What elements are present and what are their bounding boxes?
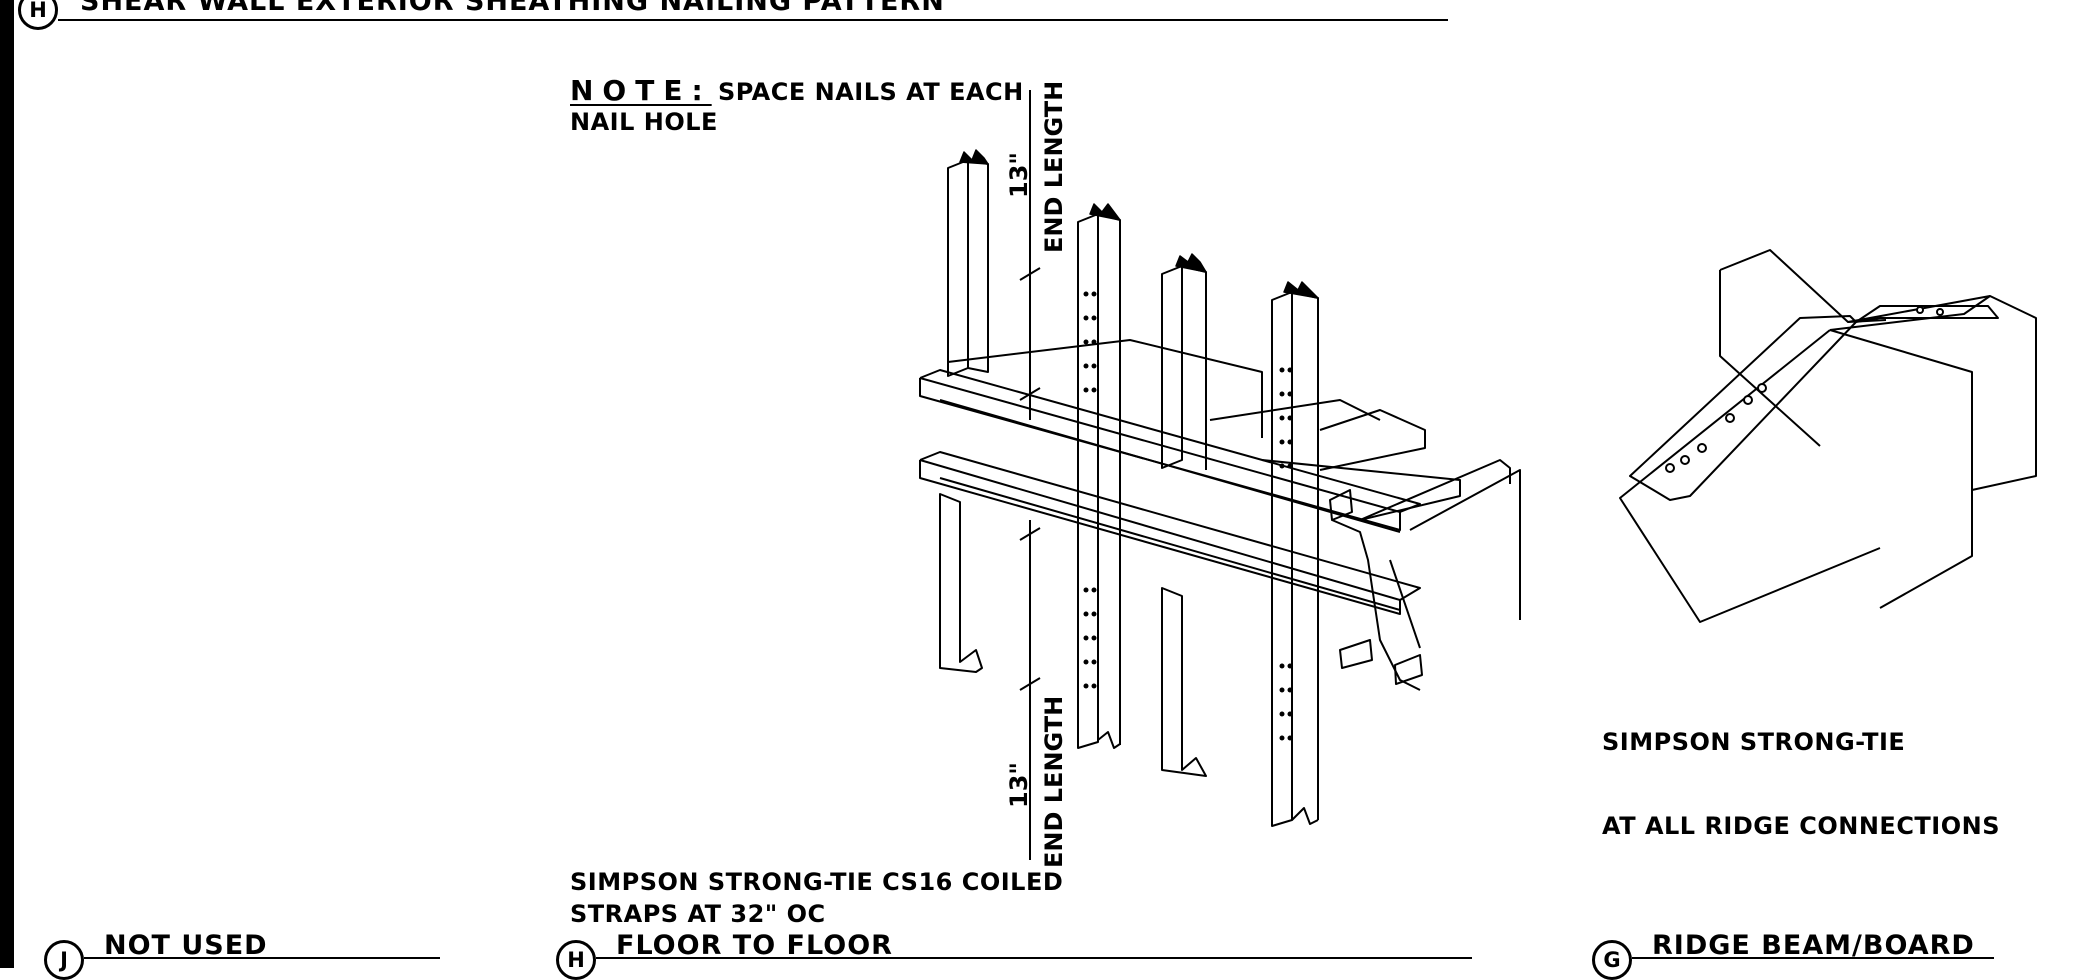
sheet-border	[0, 0, 14, 968]
lower-stud-mid	[1161, 587, 1207, 777]
strap-nail-holes	[1083, 291, 1293, 741]
upper-stud-strap	[1077, 213, 1099, 749]
floor-to-floor-drawing	[919, 90, 1521, 860]
ridge-beam-drawing	[1619, 249, 2037, 623]
rule-ridge	[1632, 957, 1994, 959]
upper-stud-mid	[1161, 265, 1183, 469]
rule-not-used	[84, 957, 440, 959]
detail-title-not-used: NOT USED	[104, 930, 268, 961]
strap-callout-line1: SIMPSON STRONG-TIE CS16 COILED	[570, 868, 1064, 896]
detail-title-floor: FLOOR TO FLOOR	[616, 930, 893, 961]
ridge-strap	[1629, 315, 1857, 501]
note-text-line2: NAIL HOLE	[570, 108, 718, 136]
stud-break	[959, 149, 989, 165]
note-text-line1: SPACE NAILS AT EACH	[718, 78, 1024, 106]
note-label: NOTE:	[570, 74, 712, 107]
ridge-callout-line2: AT ALL RIDGE CONNECTIONS	[1602, 812, 2001, 840]
rule-floor	[596, 957, 1472, 959]
top-title-rule	[58, 19, 1448, 21]
upper-stud-left	[947, 159, 969, 377]
lower-stud-left	[939, 493, 983, 673]
top-detail-title: SHEAR WALL EXTERIOR SHEATHING NAILING PA…	[80, 0, 945, 17]
strap-callout-line2: STRAPS AT 32" OC	[570, 900, 826, 928]
detail-title-ridge: RIDGE BEAM/BOARD	[1652, 930, 1975, 961]
ridge-callout-line1: SIMPSON STRONG-TIE	[1602, 728, 1906, 756]
